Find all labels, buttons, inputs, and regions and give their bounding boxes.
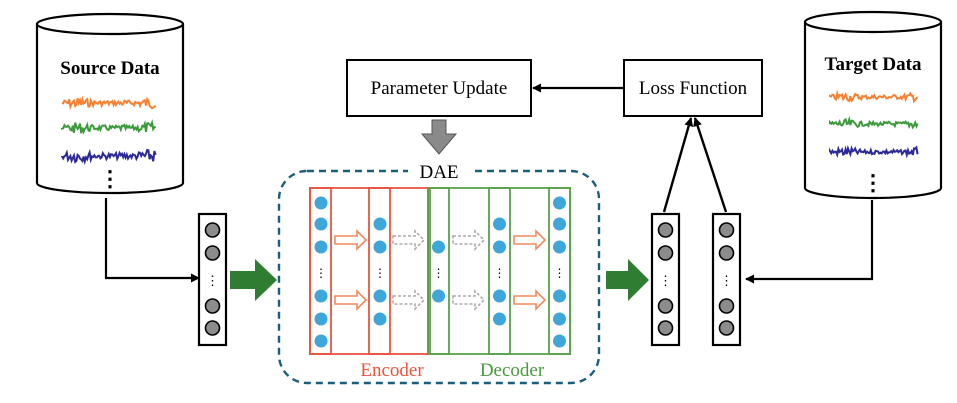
decoder-arrow-bottom — [513, 289, 547, 311]
target-data-cylinder: Target Data ⋮ — [803, 10, 943, 200]
neuron-l5-1 — [553, 196, 566, 210]
dae-container: DAE ⋮ ⋮ ⋮ ⋮ ⋮ Encoder Decoder — [277, 160, 601, 385]
target-signal-green — [829, 115, 919, 130]
dae-to-output-arrow — [606, 259, 649, 301]
layer-column-4 — [488, 187, 511, 355]
neuron-l5-3 — [553, 240, 566, 254]
neuron-l1-1 — [314, 196, 328, 210]
target-vector: ⋮ — [711, 212, 742, 347]
bottleneck-arrow-bottom-2 — [452, 289, 486, 311]
neuron-l1-2 — [314, 217, 328, 231]
layer-column-5 — [548, 187, 571, 355]
target-vector-dots: ⋮ — [720, 273, 733, 288]
layer-2-dots: ⋮ — [374, 266, 386, 280]
input-vector: ⋮ — [197, 212, 228, 347]
layer-column-3 — [427, 187, 450, 355]
layer-column-2 — [368, 187, 391, 355]
encoder-arrow-top — [334, 229, 368, 251]
neuron-l4-2 — [493, 240, 506, 254]
bottleneck-arrow-top-2 — [452, 229, 486, 251]
decoder-arrow-top — [513, 229, 547, 251]
encoder-arrow-bottom — [334, 289, 368, 311]
parameter-update-box: Parameter Update — [346, 59, 532, 117]
decoder-label: Decoder — [480, 360, 545, 381]
neuron-l5-6 — [553, 334, 566, 348]
loss-function-label: Loss Function — [639, 78, 748, 99]
source-to-input-connector — [104, 198, 200, 283]
source-ellipsis: ⋮ — [99, 166, 121, 191]
bottleneck-arrow-bottom-1 — [392, 289, 426, 311]
target-signal-orange — [829, 89, 919, 104]
source-signal-orange — [61, 95, 157, 111]
dae-title: DAE — [419, 162, 458, 183]
neuron-l5-5 — [553, 312, 566, 326]
target-signal-blue — [829, 144, 919, 159]
source-signal-green — [61, 119, 157, 135]
target-to-loss-line — [693, 117, 728, 213]
neuron-l1-4 — [314, 289, 328, 303]
input-vector-dots: ⋮ — [206, 273, 219, 288]
layer-column-1 — [309, 187, 332, 355]
source-data-title: Source Data — [60, 58, 160, 79]
layer-5-dots: ⋮ — [554, 266, 566, 280]
parameter-update-label: Parameter Update — [371, 78, 508, 99]
target-to-vector-connector — [745, 200, 874, 284]
output-to-loss-line — [662, 117, 694, 213]
neuron-l5-4 — [553, 289, 566, 303]
neuron-l1-6 — [314, 334, 328, 348]
neuron-l4-4 — [493, 312, 506, 326]
source-signal-blue — [61, 148, 157, 166]
encoder-label: Encoder — [360, 360, 424, 381]
output-vector: ⋮ — [650, 212, 681, 347]
neuron-l2-2 — [373, 240, 387, 254]
target-ellipsis: ⋮ — [862, 170, 884, 195]
neuron-l3-2 — [432, 289, 445, 303]
neuron-l4-3 — [493, 289, 506, 303]
neuron-l4-1 — [493, 217, 506, 231]
dae-neurons — [314, 196, 566, 348]
neuron-l2-3 — [373, 289, 387, 303]
neuron-l3-1 — [432, 240, 445, 254]
neuron-l1-3 — [314, 240, 328, 254]
neuron-l1-5 — [314, 312, 328, 326]
neuron-l2-4 — [373, 312, 387, 326]
input-to-dae-arrow — [230, 259, 277, 301]
layer-1-dots: ⋮ — [315, 266, 327, 280]
bottleneck-arrow-top-1 — [392, 229, 426, 251]
target-data-title: Target Data — [825, 54, 922, 75]
layer-3-dots: ⋮ — [433, 266, 445, 280]
layer-4-dots: ⋮ — [494, 266, 506, 280]
neuron-l5-2 — [553, 217, 566, 231]
source-data-cylinder: Source Data ⋮ — [35, 12, 185, 195]
output-vector-dots: ⋮ — [659, 273, 672, 288]
loss-function-box: Loss Function — [623, 59, 763, 117]
update-arrow — [420, 119, 458, 155]
neuron-l2-1 — [373, 217, 387, 231]
